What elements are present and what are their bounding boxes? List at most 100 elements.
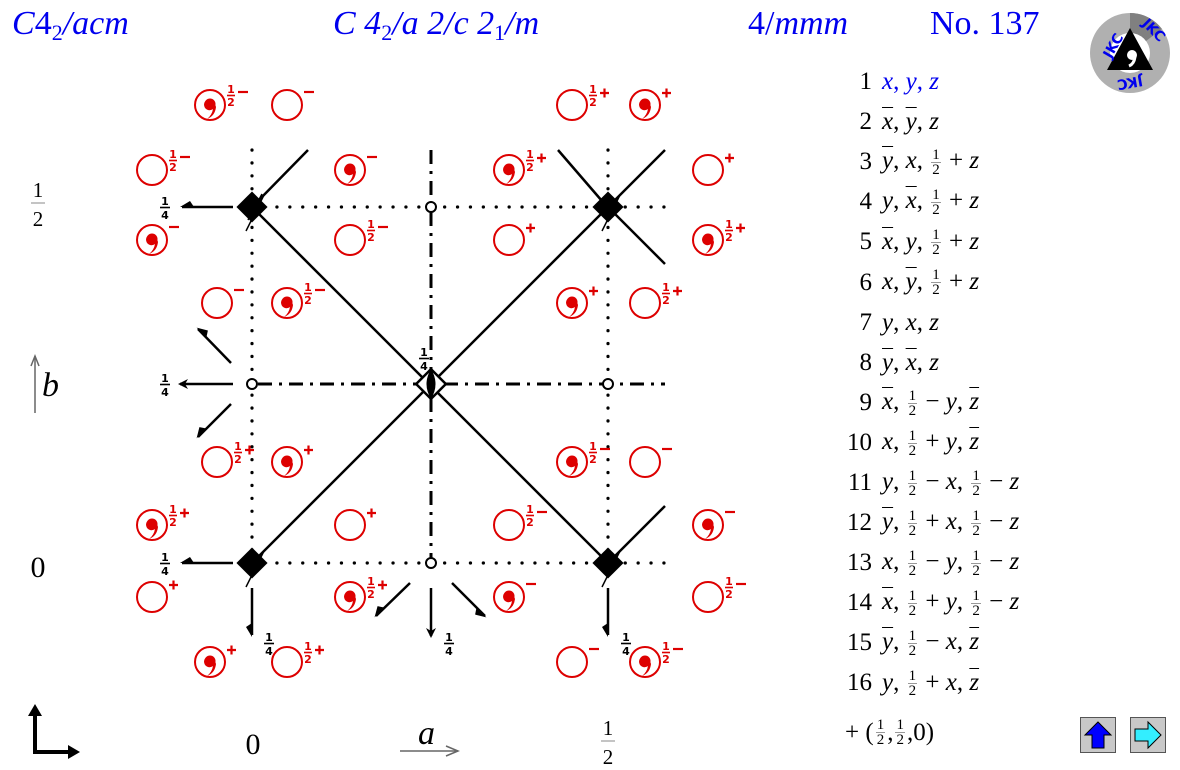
operation-coordinates: x, y, z	[882, 68, 939, 96]
operation-coordinates: y, x, z	[882, 348, 939, 376]
svg-text:1: 1	[603, 716, 614, 740]
svg-text:2: 2	[603, 745, 614, 769]
svg-text:1: 1	[725, 218, 733, 231]
svg-text:1: 1	[725, 575, 733, 588]
svg-text:1: 1	[589, 440, 597, 453]
symmetry-operation-2: 2 x, y, z	[820, 102, 1080, 142]
svg-text:1: 1	[526, 148, 534, 161]
symmetry-operation-1: 1 x, y, z	[820, 62, 1080, 102]
space-group-number: No. 137	[930, 5, 1040, 42]
svg-text:1: 1	[662, 281, 670, 294]
y-tick-half: 1 2	[31, 178, 45, 231]
operation-coordinates: y, x, z	[882, 308, 939, 336]
operation-number: 5	[859, 228, 873, 256]
operation-number: 12	[847, 509, 872, 537]
svg-text:1: 1	[304, 281, 312, 294]
operation-coordinates: x, y, z	[882, 108, 939, 136]
position-circle	[493, 223, 535, 256]
svg-text:2: 2	[589, 96, 597, 109]
position-circle-comma	[556, 286, 598, 319]
position-circle-comma: 12	[629, 640, 683, 678]
full-symbol-sub: 2	[381, 20, 393, 45]
point-group: 4/mmm	[748, 2, 848, 46]
operation-number: 15	[847, 629, 872, 657]
operation-number: 13	[847, 549, 872, 577]
svg-text:1: 1	[589, 83, 597, 96]
symbol-rest: /acm	[62, 5, 129, 42]
svg-text:2: 2	[589, 453, 597, 466]
svg-text:2: 2	[526, 516, 534, 529]
twofold-axes-arrows	[178, 201, 610, 638]
svg-text:2: 2	[304, 653, 312, 666]
operation-number: 7	[859, 308, 873, 336]
up-arrow-button[interactable]	[1080, 717, 1116, 753]
position-circle: 12	[556, 83, 609, 121]
svg-text:2: 2	[227, 96, 235, 109]
next-arrow-button[interactable]	[1130, 717, 1166, 753]
position-circle	[136, 580, 178, 613]
svg-text:2: 2	[662, 653, 670, 666]
position-circle-comma: 12	[556, 440, 610, 478]
centering-prefix: + (	[845, 718, 874, 746]
operation-number: 10	[847, 428, 872, 456]
svg-text:a: a	[418, 715, 435, 752]
svg-text:2: 2	[304, 294, 312, 307]
svg-text:2: 2	[169, 161, 177, 174]
operation-number: 1	[859, 68, 873, 96]
position-circle-comma	[271, 445, 313, 478]
position-circle-comma	[629, 88, 671, 121]
x-tick-half: 1 2	[601, 716, 615, 769]
svg-text:2: 2	[662, 294, 670, 307]
jkc-logo-icon[interactable]: JKC JKC JKC	[1087, 10, 1173, 96]
svg-text:JKC: JKC	[1116, 72, 1145, 92]
position-circle	[556, 646, 599, 678]
position-circle: 12	[493, 503, 547, 541]
svg-text:1: 1	[227, 83, 235, 96]
svg-text:1: 1	[169, 148, 177, 161]
operation-number: 11	[847, 468, 872, 496]
position-circle: 12	[201, 440, 254, 478]
position-circle-comma: 12	[271, 281, 325, 319]
position-circle-comma: 12	[136, 503, 189, 541]
axis-a: a	[400, 715, 460, 757]
position-circle	[629, 446, 672, 478]
full-hm-symbol: C 42/a 2/c 21/m	[333, 2, 539, 46]
svg-text:2: 2	[526, 161, 534, 174]
operation-number: 6	[859, 268, 873, 296]
svg-text:1: 1	[33, 178, 44, 202]
svg-text:1: 1	[234, 440, 242, 453]
svg-text:1: 1	[304, 640, 312, 653]
position-circle-comma: 12	[194, 83, 248, 121]
quarter-height-labels	[159, 194, 632, 656]
position-circle: 12	[629, 281, 682, 319]
operation-number: 8	[859, 348, 873, 376]
symmetry-operation-8: 8 y, x, z	[820, 343, 1080, 383]
y-tick-zero: 0	[31, 551, 46, 584]
operation-number: 9	[859, 388, 873, 416]
operation-number: 2	[859, 108, 873, 136]
position-circle: 12	[136, 148, 190, 186]
screw-subscript: 2	[51, 20, 63, 45]
position-circle: 12	[692, 575, 746, 613]
short-hm-symbol: C42/acm	[12, 2, 129, 46]
